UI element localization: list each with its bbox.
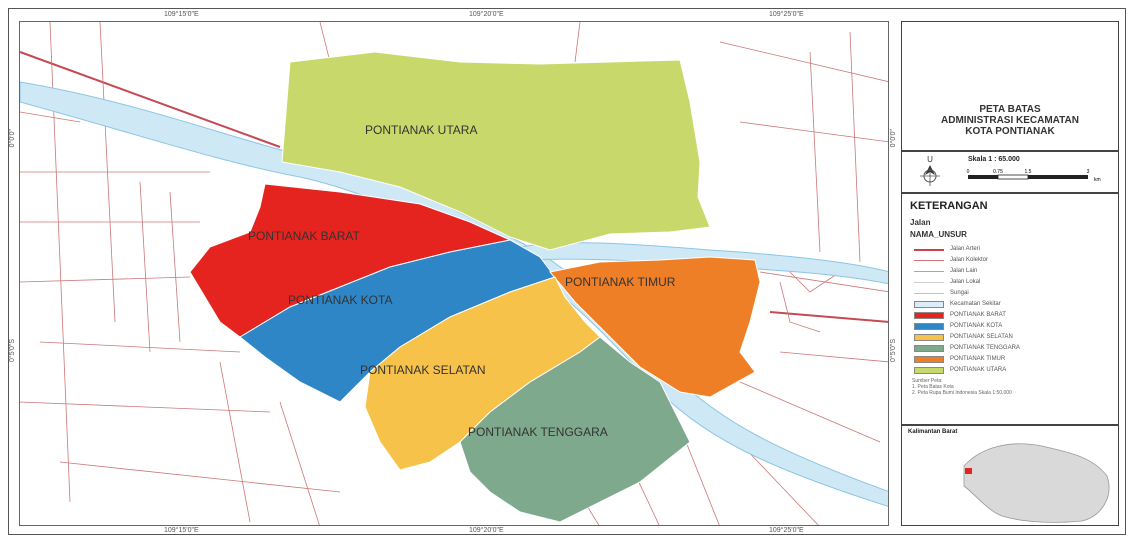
legend-area-swatch [914, 356, 944, 363]
inset-title: Kalimantan Barat [908, 429, 958, 435]
inset-map-box: Kalimantan Barat [901, 425, 1119, 526]
tick-bottom-3: 109°25'0"E [769, 527, 804, 534]
legend-line-label: Jalan Kolektor [950, 257, 989, 263]
map-title: PETA BATAS ADMINISTRASI KECAMATAN KOTA P… [902, 104, 1118, 137]
legend-area-label: PONTIANAK KOTA [950, 323, 1003, 329]
tick-top-3: 109°25'0"E [769, 11, 804, 18]
legend-line-label: Jalan Arteri [950, 246, 981, 252]
tick-bottom-2: 109°20'0"E [469, 527, 504, 534]
district-timur[interactable] [549, 256, 761, 398]
legend-line-item: Jalan Kolektor [914, 255, 1114, 266]
scale-tick-2: 1.5 [1025, 169, 1032, 175]
legend-area-swatch [914, 345, 944, 352]
district-label-utara: PONTIANAK UTARA [365, 123, 477, 137]
legend-area-label: PONTIANAK TIMUR [950, 356, 1006, 362]
district-utara[interactable] [281, 51, 711, 251]
legend-line-symbol [914, 271, 944, 272]
legend-line-label: Jalan Lokal [950, 279, 981, 285]
scale-unit: km [1094, 177, 1101, 183]
legend-area-item: PONTIANAK TENGGARA [914, 343, 1114, 354]
map-title-line-1: PETA BATAS [979, 104, 1041, 115]
inset-landmass [963, 443, 1110, 523]
legend-area-label: PONTIANAK TENGGARA [950, 345, 1020, 351]
tick-top-1: 109°15'0"E [164, 11, 199, 18]
road-network [20, 22, 888, 525]
legend-source-note: 1. Peta Batas Kota [912, 384, 954, 390]
legend-column: PETA BATAS ADMINISTRASI KECAMATAN KOTA P… [901, 21, 1121, 526]
legend-area-swatch [914, 367, 944, 374]
district-labels: PONTIANAK UTARA PONTIANAK BARAT PONTIANAK … [248, 123, 676, 439]
legend-area-item: PONTIANAK TIMUR [914, 354, 1114, 365]
legend-area-label: PONTIANAK BARAT [950, 312, 1006, 318]
scale-tick-0: 0 [967, 169, 970, 175]
tick-right-2: 0°5'0"S [890, 339, 897, 362]
north-arrow-icon: U [920, 155, 940, 186]
district-label-selatan: PONTIANAK SELATAN [360, 363, 486, 377]
legend-line-symbol [914, 293, 944, 294]
legend-line-symbol [914, 249, 944, 251]
legend-line-item: Sungai [914, 288, 1114, 299]
legend-area-item: PONTIANAK BARAT [914, 310, 1114, 321]
legend-area-swatch [914, 312, 944, 319]
legend-group: Jalan [910, 218, 931, 227]
legend-area-item: PONTIANAK UTARA [914, 365, 1114, 376]
district-tenggara[interactable] [459, 336, 691, 523]
legend-line-item: Jalan Lain [914, 266, 1114, 277]
scale-tick-3: 3 [1087, 169, 1090, 175]
legend-area-label: Kecamatan Sekitar [950, 301, 1001, 307]
title-box: PETA BATAS ADMINISTRASI KECAMATAN KOTA P… [901, 21, 1119, 151]
inset-location-marker [965, 468, 972, 474]
district-label-kota: PONTIANAK KOTA [288, 293, 392, 307]
legend-area-label: PONTIANAK SELATAN [950, 334, 1013, 340]
legend-area-item: PONTIANAK SELATAN [914, 332, 1114, 343]
legend-line-item: Jalan Lokal [914, 277, 1114, 288]
main-map[interactable]: PONTIANAK UTARA PONTIANAK BARAT PONTIANAK … [19, 21, 889, 526]
map-title-line-3: KOTA PONTIANAK [965, 126, 1055, 137]
scale-box: U Skala 1 : 65.000 0 0.75 1.5 3 km [901, 151, 1119, 193]
legend-source-note: 2. Peta Rupa Bumi Indonesia Skala 1:50.0… [912, 390, 1012, 396]
legend-line-symbol [914, 282, 944, 283]
tick-left-2: 0°5'0"S [9, 339, 16, 362]
legend-source-note: Sumber Peta: [912, 378, 943, 384]
legend-field: NAMA_UNSUR [910, 230, 967, 239]
map-sheet: PONTIANAK UTARA PONTIANAK BARAT PONTIANAK … [8, 8, 1126, 535]
legend-area-swatch [914, 301, 944, 308]
legend-area-swatch [914, 334, 944, 341]
legend-box: KETERANGAN Jalan NAMA_UNSUR Jalan Arteri… [901, 193, 1119, 425]
legend-line-label: Jalan Lain [950, 268, 978, 274]
scale-text: Skala 1 : 65.000 [968, 156, 1020, 163]
scale-tick-1: 0.75 [993, 169, 1003, 175]
scale-bar: 0 0.75 1.5 3 km [967, 169, 1101, 183]
legend-area-swatch [914, 323, 944, 330]
district-label-timur: PONTIANAK TIMUR [565, 275, 676, 289]
districts-layer [189, 51, 761, 523]
legend-area-label: PONTIANAK UTARA [950, 367, 1007, 373]
tick-left-1: 0°0'0" [9, 129, 16, 148]
district-label-tenggara: PONTIANAK TENGGARA [468, 425, 608, 439]
legend-area-item: PONTIANAK KOTA [914, 321, 1114, 332]
legend-line-label: Sungai [950, 290, 969, 296]
tick-top-2: 109°20'0"E [469, 11, 504, 18]
inset-map [963, 443, 1110, 523]
tick-right-1: 0°0'0" [890, 129, 897, 148]
map-title-line-2: ADMINISTRASI KECAMATAN [941, 115, 1079, 126]
district-label-barat: PONTIANAK BARAT [248, 229, 360, 243]
legend-line-symbol [914, 260, 944, 261]
tick-bottom-1: 109°15'0"E [164, 527, 199, 534]
svg-text:U: U [927, 155, 933, 164]
legend-area-item: Kecamatan Sekitar [914, 299, 1114, 310]
legend-heading: KETERANGAN [910, 200, 988, 212]
map-canvas[interactable]: PONTIANAK UTARA PONTIANAK BARAT PONTIANAK … [20, 22, 889, 526]
legend-line-item: Jalan Arteri [914, 244, 1114, 255]
